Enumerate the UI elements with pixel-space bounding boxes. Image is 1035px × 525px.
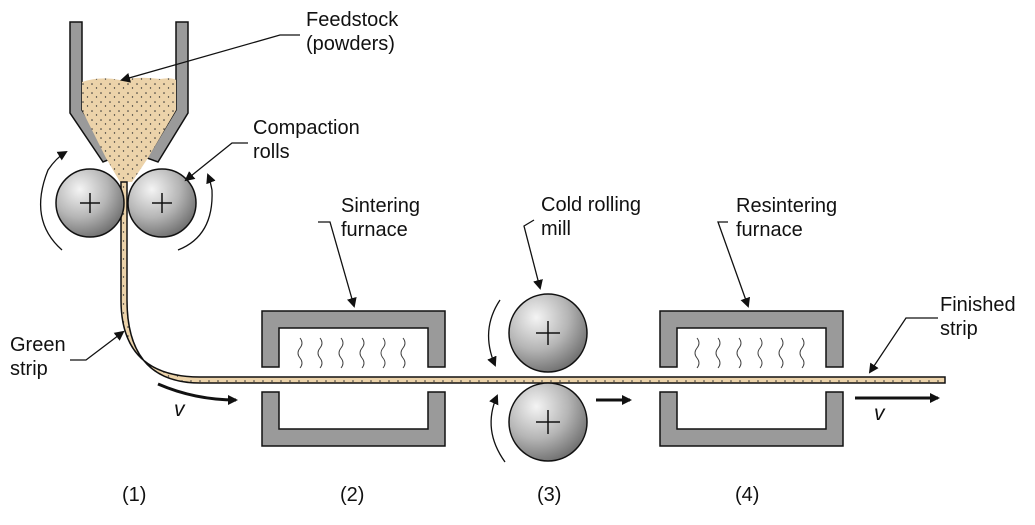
cold-roll-bottom [508, 382, 588, 462]
cold-rolling-mill-label: Cold rolling mill [541, 193, 641, 241]
cold-roll-rotation-bottom [489, 394, 506, 463]
feedstock-label-line2: (powders) [306, 33, 395, 55]
strip-path [120, 181, 946, 384]
green-strip-label: Green strip [10, 333, 66, 381]
resintering-furnace-label: Resintering furnace [736, 194, 837, 242]
compaction-label-line2: rolls [253, 141, 290, 163]
cold-rolling-label-line2: mill [541, 218, 571, 240]
rotation-arrow-left [39, 150, 68, 251]
sintering-label-line1: Sintering [341, 195, 420, 217]
powder-feedstock [82, 77, 176, 182]
velocity-label-left: v [174, 398, 185, 421]
sintering-furnace [261, 310, 446, 447]
feed-hopper [69, 21, 189, 182]
sintering-furnace-label: Sintering furnace [341, 194, 420, 242]
feedstock-label: Feedstock (powders) [306, 8, 398, 56]
compaction-roll-right [127, 168, 197, 238]
compaction-label-line1: Compaction [253, 117, 360, 139]
stage-2-label: (2) [340, 484, 365, 506]
leader-lines [70, 34, 938, 374]
resintering-label-line2: furnace [736, 219, 803, 241]
compaction-roll-left [55, 168, 125, 238]
cold-rolling-label-line1: Cold rolling [541, 194, 642, 216]
heat-waves [694, 337, 805, 369]
finished-strip-label: Finished strip [940, 293, 1016, 341]
feedstock-label-line1: Feedstock [306, 9, 399, 31]
velocity-arrow-left [157, 382, 238, 405]
cold-roll-rotation-top [487, 299, 501, 367]
stage-4-label: (4) [735, 484, 760, 506]
heat-waves [297, 337, 406, 369]
compaction-rolls-label: Compaction rolls [253, 116, 360, 164]
stage-1-label: (1) [122, 484, 147, 506]
stage-3-label: (3) [537, 484, 562, 506]
finished-label-line2: strip [940, 318, 978, 340]
finished-label-line1: Finished [940, 294, 1016, 316]
cold-roll-top [508, 293, 588, 373]
resintering-label-line1: Resintering [736, 195, 838, 217]
rotation-arrow-right [177, 173, 216, 251]
green-label-line1: Green [10, 334, 66, 356]
sintering-label-line2: furnace [341, 219, 408, 241]
green-label-line2: strip [10, 358, 48, 380]
velocity-label-right: v [874, 402, 885, 425]
resintering-furnace [659, 310, 844, 447]
